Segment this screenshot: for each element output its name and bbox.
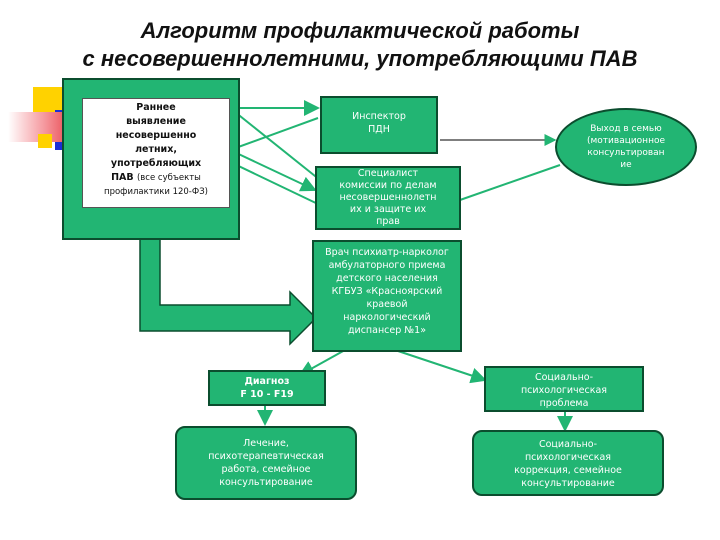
commission-specialist-box: Специалист комиссии по делам несовершенн…: [315, 166, 461, 230]
deco-small-yellow: [38, 134, 52, 148]
early-detection-line1: Раннее: [136, 102, 176, 113]
doctor-line7: диспансер №1»: [347, 325, 427, 336]
social-problem-box: Социально- психологическая проблема: [484, 366, 644, 412]
title-line-2: с несовершеннолетними, употребляющими ПА…: [82, 46, 638, 71]
diagnosis-line1: Диагноз: [244, 376, 290, 387]
early-detection-note-2: профилактики 120-ФЗ): [104, 187, 208, 197]
doctor-line1: Врач психиатр-нарколог: [325, 247, 449, 258]
diagnosis-box: Диагноз F 10 - F19: [208, 370, 326, 406]
doctor-line6: наркологический: [343, 312, 431, 323]
treatment-box: Лечение, психотерапевтическая работа, се…: [175, 426, 357, 500]
big-arrow: [139, 237, 318, 346]
inspector-pdn-box: Инспектор ПДН: [320, 96, 438, 154]
early-detection-line5: употребляющих: [110, 158, 202, 169]
social-problem-line2: психологическая: [520, 385, 608, 396]
family-exit-line3: консультирован: [587, 148, 665, 158]
commission-line4: их и защите их: [349, 204, 427, 215]
title-line-1: Алгоритм профилактической работы: [140, 18, 580, 43]
commission-line3: несовершеннолетн: [339, 192, 437, 203]
diagnosis-line2: F 10 - F19: [240, 389, 294, 400]
social-correction-line4: консультирование: [521, 478, 615, 489]
commission-line2: комиссии по делам: [339, 180, 437, 191]
treatment-line3: работа, семейное: [221, 464, 311, 475]
family-exit-ellipse: Выход в семью (мотивационное консультиро…: [555, 108, 697, 186]
doctor-line2: амбулаторного приема: [328, 260, 446, 271]
early-detection-box: Раннее выявление несовершенно летних, уп…: [82, 98, 230, 208]
doctor-line3: детского населения: [336, 273, 438, 284]
early-detection-note: (все субъекты: [136, 173, 201, 183]
doctor-line4: КГБУЗ «Красноярский: [331, 286, 443, 297]
early-detection-line3: несовершенно: [115, 130, 197, 141]
social-correction-line3: коррекция, семейное: [514, 465, 622, 476]
family-exit-line1: Выход в семью: [590, 124, 662, 134]
doctor-line5: краевой: [366, 299, 408, 310]
early-detection-line4: летних,: [135, 144, 177, 155]
early-detection-line2: выявление: [126, 116, 186, 127]
early-detection-pav: ПАВ: [111, 172, 134, 183]
commission-line5: прав: [376, 216, 400, 227]
treatment-line1: Лечение,: [243, 438, 289, 449]
social-correction-line1: Социально-: [538, 439, 598, 450]
social-correction-box: Социально- психологическая коррекция, се…: [472, 430, 664, 496]
commission-line1: Специалист: [357, 168, 419, 179]
social-problem-line1: Социально-: [534, 372, 594, 383]
treatment-line2: психотерапевтическая: [208, 451, 324, 462]
inspector-line2: ПДН: [368, 124, 390, 135]
treatment-line4: консультирование: [219, 477, 313, 488]
inspector-line1: Инспектор: [352, 111, 406, 122]
social-correction-line2: психологическая: [524, 452, 612, 463]
family-exit-line2: (мотивационное: [586, 136, 665, 146]
family-exit-line4: ие: [620, 160, 632, 170]
doctor-narcologist-box: Врач психиатр-нарколог амбулаторного при…: [312, 240, 462, 352]
social-problem-line3: проблема: [539, 398, 589, 409]
